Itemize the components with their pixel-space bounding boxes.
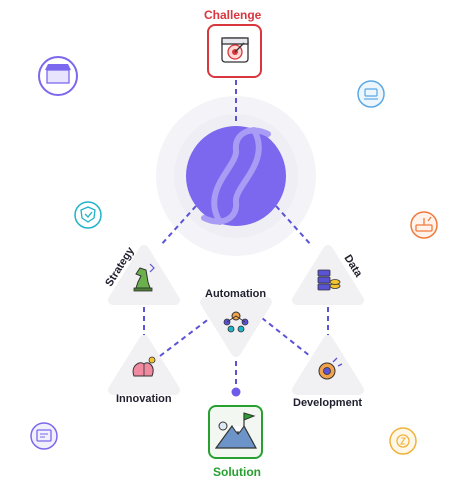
innovation-label: Innovation xyxy=(116,393,172,405)
innovation-node xyxy=(108,335,180,395)
router-icon xyxy=(410,211,438,239)
development-node xyxy=(292,335,364,395)
network-gears-icon xyxy=(223,311,249,333)
connector-automation-development xyxy=(261,317,311,357)
database-coins-icon xyxy=(317,269,341,291)
automation-node xyxy=(200,297,272,357)
target-calendar-icon xyxy=(221,37,249,63)
mountain-flag-icon xyxy=(214,412,258,449)
hub-node xyxy=(186,126,286,226)
payment-hand-icon xyxy=(357,80,385,108)
shield-check-icon xyxy=(74,201,102,229)
device-screen-icon xyxy=(30,422,58,450)
coin-icon xyxy=(389,427,417,455)
challenge-label: Challenge xyxy=(204,8,262,22)
solution-node xyxy=(208,405,263,459)
connector-end-dot xyxy=(231,387,241,397)
strategy-node xyxy=(108,245,180,305)
gear-brain-icon xyxy=(318,357,343,380)
automation-label: Automation xyxy=(205,288,267,300)
challenge-node xyxy=(207,24,262,78)
swirl-logo-icon xyxy=(201,127,271,225)
brain-idea-icon xyxy=(132,356,156,377)
automation-triangle xyxy=(200,297,272,357)
chess-knight-icon xyxy=(133,263,155,292)
connectors xyxy=(143,80,329,386)
connector-innovation-automation xyxy=(159,317,211,357)
development-label: Development xyxy=(293,397,363,409)
solution-label: Solution xyxy=(213,465,261,479)
data-node xyxy=(292,245,364,305)
store-icon xyxy=(38,56,78,96)
